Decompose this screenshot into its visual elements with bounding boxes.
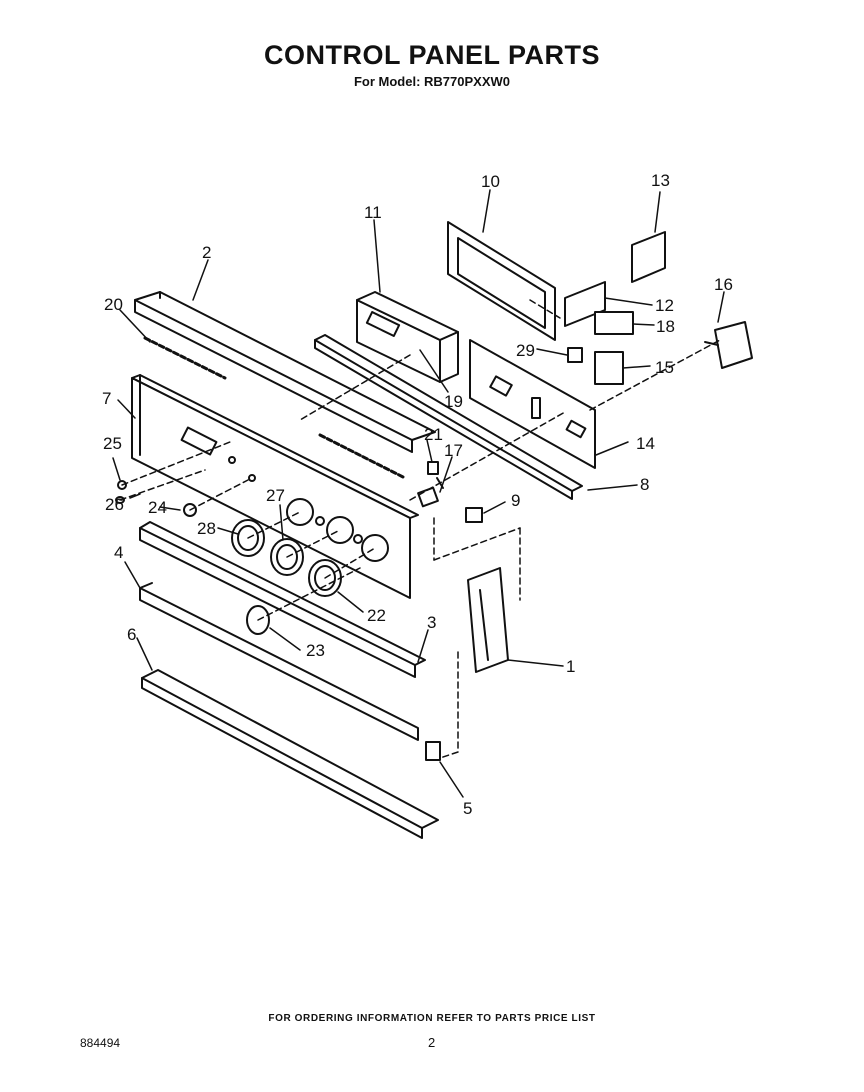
knob-opening: [361, 534, 389, 562]
part-15-switch: [594, 351, 624, 385]
document-number: 884494: [80, 1036, 121, 1050]
callout-22: 22: [367, 606, 386, 625]
callout-18: 18: [656, 317, 675, 336]
page-title: CONTROL PANEL PARTS: [263, 40, 601, 70]
part-12-bracket: [564, 281, 606, 327]
part-18-block: [594, 311, 634, 335]
part-13-cover: [631, 231, 666, 283]
knob-28: [231, 519, 265, 557]
callout-23: 23: [306, 641, 325, 660]
callout-17: 17: [444, 441, 463, 460]
ordering-note: FOR ORDERING INFORMATION REFER TO PARTS …: [268, 1013, 596, 1024]
callout-8: 8: [640, 475, 649, 494]
part-11-timer-module: [356, 291, 459, 383]
part-8-rail: [314, 334, 583, 500]
callout-labels: 1 2 3 4 5 6 7 8 9 10 11 12 13 14 15 16 1…: [102, 171, 733, 818]
part-7-control-panel: [131, 374, 419, 599]
knob-opening: [326, 516, 354, 544]
part-1-side-bracket: [467, 567, 509, 673]
callout-5: 5: [463, 799, 472, 818]
page-number: 2: [428, 1035, 436, 1050]
callout-25: 25: [103, 434, 122, 453]
callout-24: 24: [148, 498, 167, 517]
part-16-thermostat: [704, 321, 753, 369]
callout-4: 4: [114, 543, 123, 562]
knob-opening: [286, 498, 314, 526]
callout-13: 13: [651, 171, 670, 190]
part-29-clip: [567, 347, 583, 363]
display-window: [180, 426, 218, 456]
part-17-shaft: [417, 486, 439, 508]
part-25-button: [117, 480, 127, 490]
callout-1: 1: [566, 657, 575, 676]
part-20-vent-slots: [143, 336, 407, 480]
knob-27: [270, 538, 304, 576]
part-26-button: [115, 496, 125, 504]
callout-2: 2: [202, 243, 211, 262]
part-2-top-trim: [134, 291, 436, 453]
callout-9: 9: [511, 491, 520, 510]
callout-3: 3: [427, 613, 436, 632]
callout-16: 16: [714, 275, 733, 294]
callout-21: 21: [424, 425, 443, 444]
part-10-frame: [447, 221, 556, 341]
part-5-clip: [425, 741, 441, 761]
part-14-board: [469, 339, 596, 469]
callout-6: 6: [127, 625, 136, 644]
part-4-lower-trim: [139, 582, 419, 741]
model-subtitle: For Model: RB770PXXW0: [353, 74, 511, 89]
callout-26: 26: [105, 495, 124, 514]
callout-19: 19: [444, 392, 463, 411]
callout-29: 29: [516, 341, 535, 360]
part-6-bottom-bracket: [141, 669, 439, 839]
callout-12: 12: [655, 296, 674, 315]
callout-20: 20: [104, 295, 123, 314]
callout-11: 11: [364, 203, 382, 222]
callout-7: 7: [102, 389, 111, 408]
callout-27: 27: [266, 486, 285, 505]
callout-14: 14: [636, 434, 655, 453]
callout-15: 15: [655, 358, 674, 377]
part-21-spacer: [427, 461, 439, 475]
part-9-clip: [465, 507, 483, 523]
part-24-grommet: [183, 503, 197, 517]
part-3-channel: [139, 521, 426, 678]
callout-10: 10: [481, 172, 500, 191]
callout-28: 28: [197, 519, 216, 538]
